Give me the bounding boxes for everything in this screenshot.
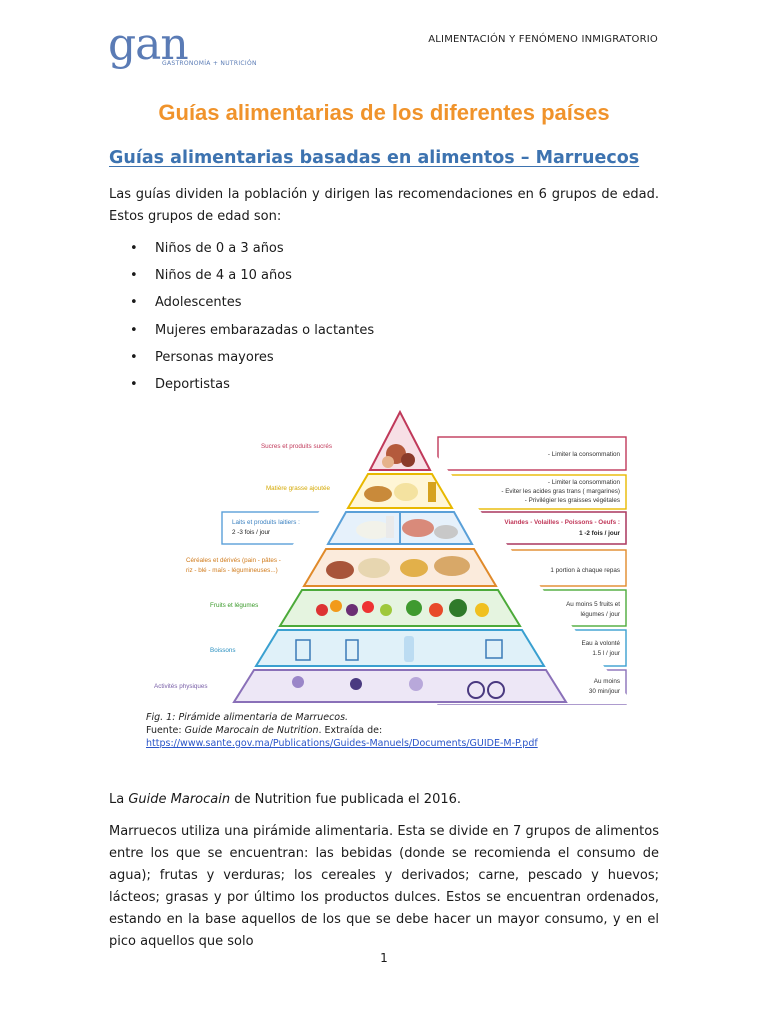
tier-label-sugars: Sucres et produits sucrés [261, 443, 332, 450]
tier-activity [232, 669, 568, 703]
list-item: Adolescentes [109, 292, 374, 319]
tier-rec-sugars: - Limiter la consommation [548, 451, 621, 458]
tier-rec-fruits-1: Au moins 5 fruits et [566, 601, 620, 608]
list-item: Deportistas [109, 374, 374, 401]
tier-label-proteins-freq: 1 -2 fois / jour [579, 530, 620, 537]
tier-rec-drinks-1: Eau à volonté [581, 640, 620, 647]
food-illustrations [292, 444, 505, 699]
source-link[interactable]: https://www.sante.gov.ma/Publications/Gu… [146, 738, 538, 749]
caption-source-suffix: . Extraída de: [318, 725, 383, 736]
tier-rec-activity-2: 30 min/jour [589, 688, 620, 695]
tier-label-drinks: Boissons [210, 647, 236, 654]
tier-rec-fats-3: - Privilégier les graisses végétales [525, 497, 620, 504]
logo-tagline: GASTRONOMÍA + NUTRICIÓN [162, 60, 257, 67]
tier-rec-cereals: 1 portion à chaque repas [550, 567, 620, 574]
tier-rec-activity-1: Au moins [594, 678, 620, 685]
tier-sugars [368, 409, 432, 471]
section-heading: Guías alimentarias basadas en alimentos … [109, 148, 640, 168]
para2-suffix: de Nutrition fue publicada el 2016. [230, 792, 462, 807]
publication-paragraph: La Guide Marocain de Nutrition fue publi… [109, 789, 659, 811]
tier-label-activity: Activités physiques [154, 683, 208, 690]
tier-label-fats: Matière grasse ajoutée [266, 485, 331, 492]
food-pyramid-figure: Sucres et produits sucrés Matière grasse… [146, 404, 634, 706]
tier-label-fruits: Fruits et légumes [210, 602, 258, 609]
age-group-list: Niños de 0 a 3 años Niños de 4 a 10 años… [109, 238, 374, 401]
tier-drinks [254, 629, 546, 667]
tier-label-cereals-line2: riz - blé - maïs - légumineuses...) [186, 567, 278, 574]
tier-rec-fats-2: - Eviter les acides gras trans ( margari… [501, 488, 620, 495]
para2-prefix: La [109, 792, 129, 807]
page-number: 1 [380, 951, 388, 965]
caption-source-title: Guide Marocain de Nutrition [184, 725, 319, 736]
para2-italic: Guide Marocain [128, 792, 231, 807]
tier-rec-drinks-2: 1.5 l / jour [592, 650, 620, 657]
running-title: ALIMENTACIÓN Y FENÓMENO INMIGRATORIO [428, 34, 658, 45]
tier-label-dairy-freq: 2 -3 fois / jour [232, 529, 270, 536]
list-item: Mujeres embarazadas o lactantes [109, 320, 374, 347]
tier-fruits [278, 589, 522, 627]
intro-paragraph: Las guías dividen la población y dirigen… [109, 187, 659, 224]
gan-logo: gan GASTRONOMÍA + NUTRICIÓN [108, 20, 258, 76]
logo-wordmark: gan [108, 19, 189, 70]
figure-caption: Fig. 1: Pirámide alimentaria de Marrueco… [146, 711, 538, 750]
pyramid-description-paragraph: Marruecos utiliza una pirámide alimentar… [109, 824, 659, 949]
list-item: Niños de 0 a 3 años [109, 238, 374, 265]
list-item: Niños de 4 a 10 años [109, 265, 374, 292]
food-pyramid-image: Sucres et produits sucrés Matière grasse… [154, 409, 634, 705]
tier-label-dairy: Laits et produits laitiers : [232, 519, 300, 526]
tier-rec-fruits-2: légumes / jour [580, 611, 620, 618]
tier-label-proteins: Viandes - Volailles - Poissons - Oeufs : [504, 519, 620, 526]
tier-rec-fats-1: - Limiter la consommation [548, 479, 621, 486]
caption-fig: Fig. 1: Pirámide alimentaria de Marrueco… [146, 712, 349, 723]
caption-source-prefix: Fuente: [146, 725, 185, 736]
list-item: Personas mayores [109, 347, 374, 374]
tier-box-sugars [437, 436, 627, 471]
tier-label-cereals: Céréales et dérivés (pain - pâtes - [186, 557, 281, 564]
page-title: Guías alimentarias de los diferentes paí… [158, 100, 610, 125]
